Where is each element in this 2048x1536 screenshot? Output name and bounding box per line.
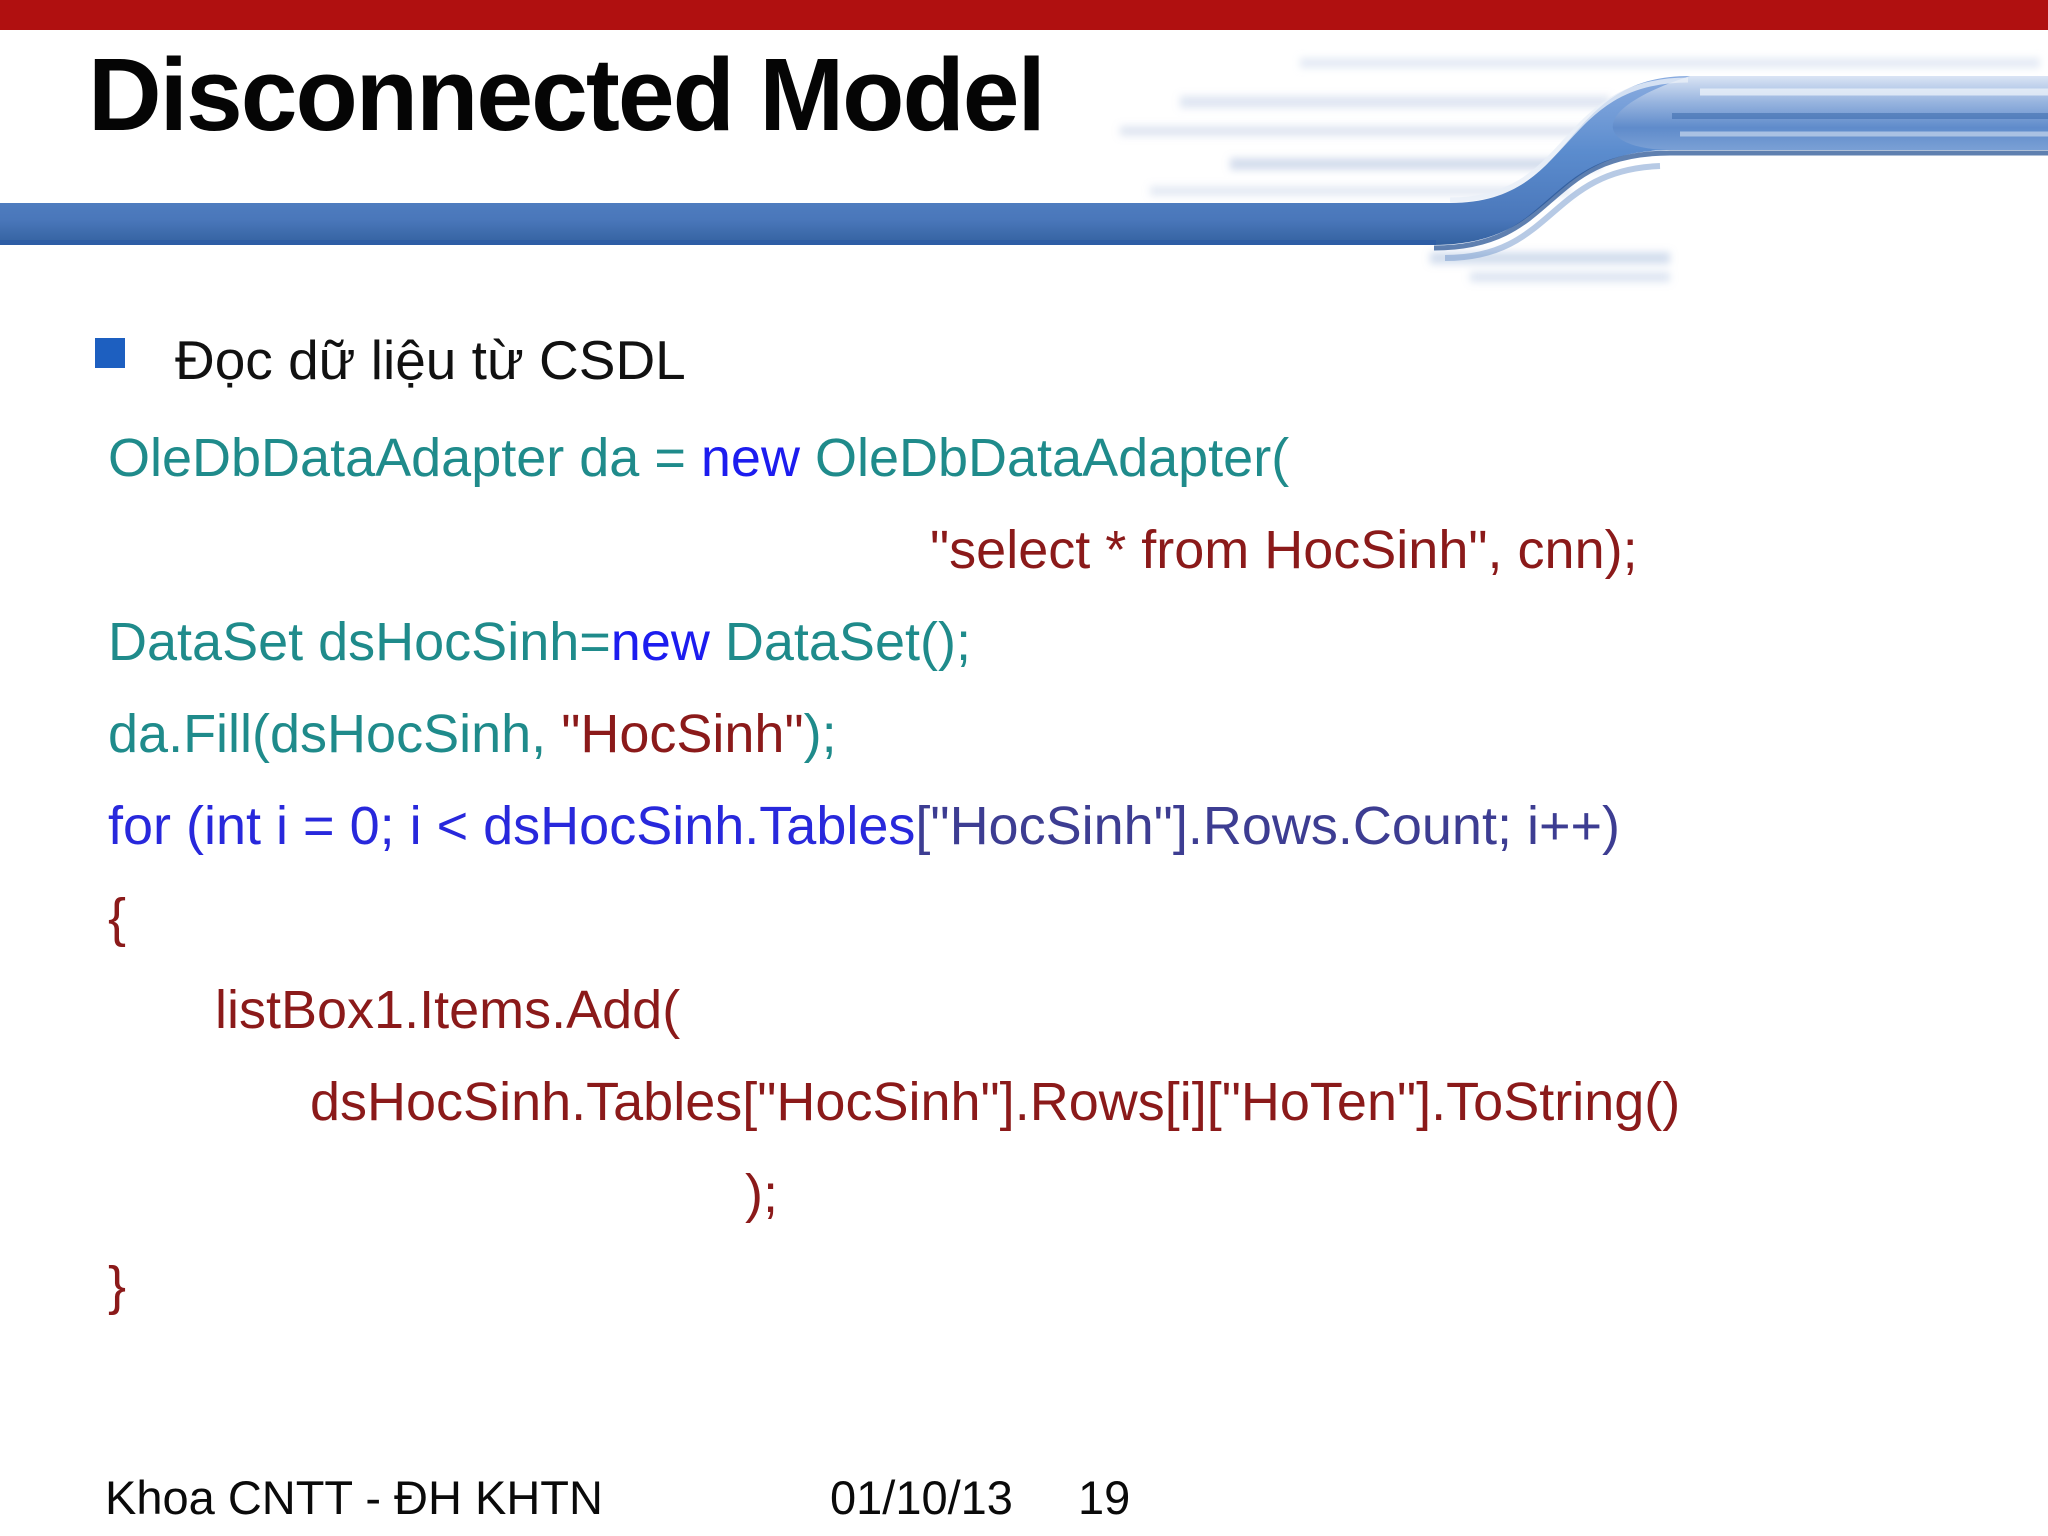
code-segment: OleDbDataAdapter( xyxy=(799,428,1290,488)
code-line: DataSet dsHocSinh=new DataSet(); xyxy=(108,596,2008,688)
bar-bottom-edge xyxy=(0,240,1436,245)
code-line: listBox1.Items.Add( xyxy=(108,964,2008,1056)
code-segment: dsHocSinh.Tables["HocSinh"].Rows[i]["HoT… xyxy=(310,1072,1681,1132)
code-segment: for (int i = 0; i < dsHocSinh.Tables xyxy=(108,796,916,856)
bullet-row: Đọc dữ liệu từ CSDL xyxy=(95,325,1895,395)
code-segment: DataSet(); xyxy=(709,612,971,672)
swoosh-band xyxy=(0,76,2048,245)
code-segment: OleDbDataAdapter da = xyxy=(108,428,701,488)
footer-date: 01/10/13 xyxy=(830,1471,1013,1524)
code-segment: "HocSinh" xyxy=(561,704,804,764)
code-line: da.Fill(dsHocSinh, "HocSinh"); xyxy=(108,688,2008,780)
code-segment: da.Fill(dsHocSinh, xyxy=(108,704,562,764)
code-segment: ); xyxy=(745,1164,778,1224)
code-segment: listBox1.Items.Add( xyxy=(215,980,681,1040)
footer-page-number: 19 xyxy=(1078,1471,1131,1524)
code-line: { xyxy=(108,872,2008,964)
code-line: ); xyxy=(108,1148,2008,1240)
bullet-square-icon xyxy=(95,338,125,368)
code-line: for (int i = 0; i < dsHocSinh.Tables["Ho… xyxy=(108,780,2008,872)
code-segment: new xyxy=(610,612,710,672)
code-segment: DataSet dsHocSinh= xyxy=(108,612,611,672)
code-segment: new xyxy=(700,428,800,488)
code-line: dsHocSinh.Tables["HocSinh"].Rows[i]["HoT… xyxy=(108,1056,2008,1148)
bullet-text: Đọc dữ liệu từ CSDL xyxy=(175,329,686,391)
swoosh-echo-streaks xyxy=(1120,58,2040,282)
code-line: OleDbDataAdapter da = new OleDbDataAdapt… xyxy=(108,412,2008,504)
footer: Khoa CNTT - ĐH KHTN 01/10/13 19 xyxy=(0,1470,2048,1530)
code-segment: ); xyxy=(803,704,837,764)
code-block: OleDbDataAdapter da = new OleDbDataAdapt… xyxy=(108,412,2008,1332)
page-title: Disconnected Model xyxy=(88,37,1046,152)
code-segment: "select * from HocSinh", cnn); xyxy=(930,520,1638,580)
header-swoosh-decoration xyxy=(0,58,2048,282)
top-red-bar xyxy=(0,0,2048,30)
code-line: "select * from HocSinh", cnn); xyxy=(108,504,2008,596)
code-segment: { xyxy=(108,888,127,948)
swoosh-band-streaks xyxy=(1433,77,2048,261)
code-segment: ["HocSinh"].Rows.Count; i++) xyxy=(915,796,1621,856)
footer-department: Khoa CNTT - ĐH KHTN xyxy=(105,1471,603,1524)
code-line: } xyxy=(108,1240,2008,1332)
code-segment: } xyxy=(108,1256,127,1316)
